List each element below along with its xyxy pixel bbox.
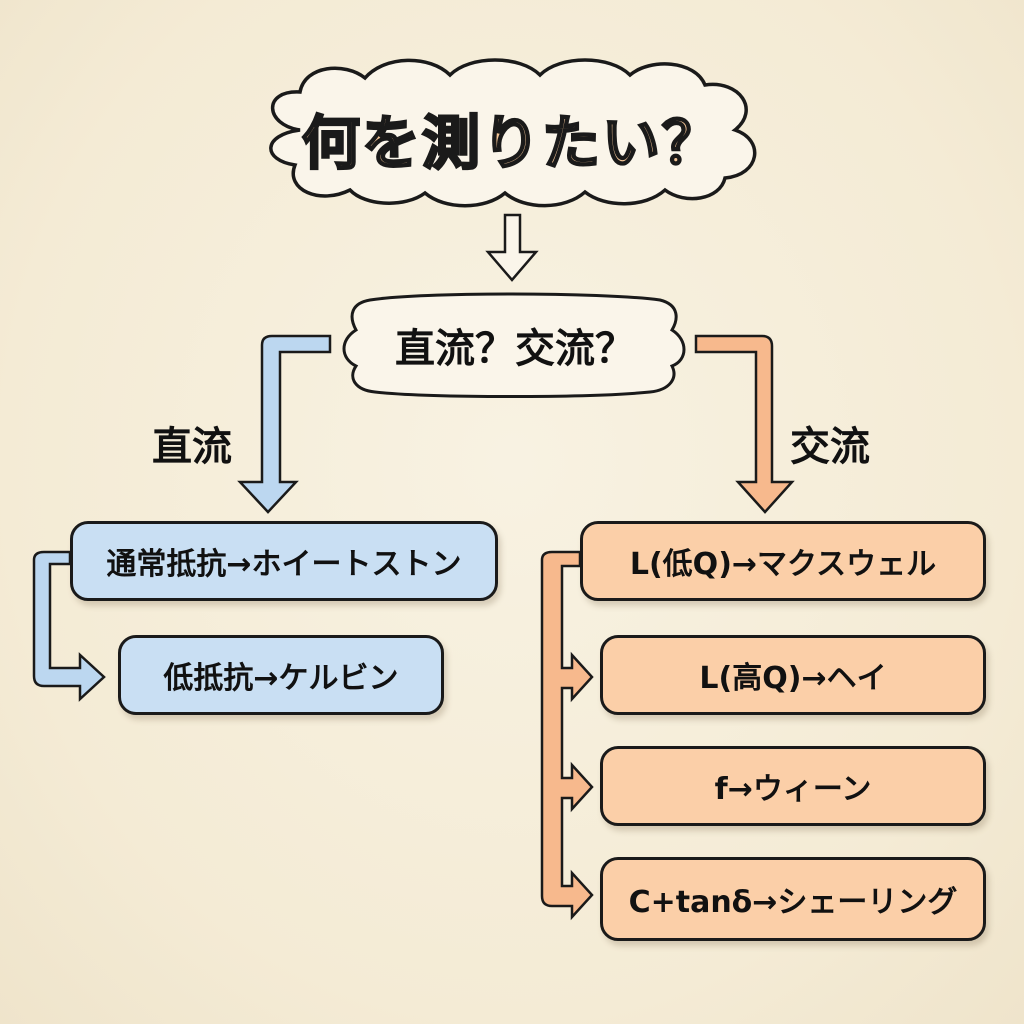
- dc-branch-label: 直流: [152, 424, 232, 470]
- dc-sub-connector: [32, 550, 106, 702]
- title-cloud-shape: [269, 58, 757, 208]
- ac-item-maxwell: L(低Q)→マクスウェル: [580, 521, 986, 601]
- ac-item-schering: C+tanδ→シェーリング: [600, 857, 986, 941]
- ac-branch-arrow: [694, 334, 795, 514]
- dc-item-text: 低抵抗→ケルビン: [163, 661, 399, 696]
- ac-item-text: L(低Q)→マクスウェル: [629, 547, 937, 582]
- ac-item-wien: f→ウィーン: [600, 746, 986, 826]
- ac-item-text: f→ウィーン: [714, 772, 872, 807]
- ac-item-text: L(高Q)→ヘイ: [699, 661, 887, 696]
- ac-branch-label: 交流: [790, 424, 870, 470]
- dc-branch-arrow: [237, 334, 332, 514]
- dc-item-wheatstone: 通常抵抗→ホイートストン: [70, 521, 498, 601]
- dc-item-kelvin: 低抵抗→ケルビン: [118, 635, 444, 715]
- question-bubble-shape: [342, 292, 686, 398]
- title-text: 何を測りたい？: [301, 108, 722, 179]
- down-arrow-icon: [485, 213, 539, 282]
- ac-item-hay: L(高Q)→ヘイ: [600, 635, 986, 715]
- dc-item-text: 通常抵抗→ホイートストン: [106, 547, 462, 582]
- ac-item-text: C+tanδ→シェーリング: [628, 885, 958, 920]
- ac-sub-connector: [540, 550, 594, 921]
- question-text: 直流？交流？: [395, 326, 635, 372]
